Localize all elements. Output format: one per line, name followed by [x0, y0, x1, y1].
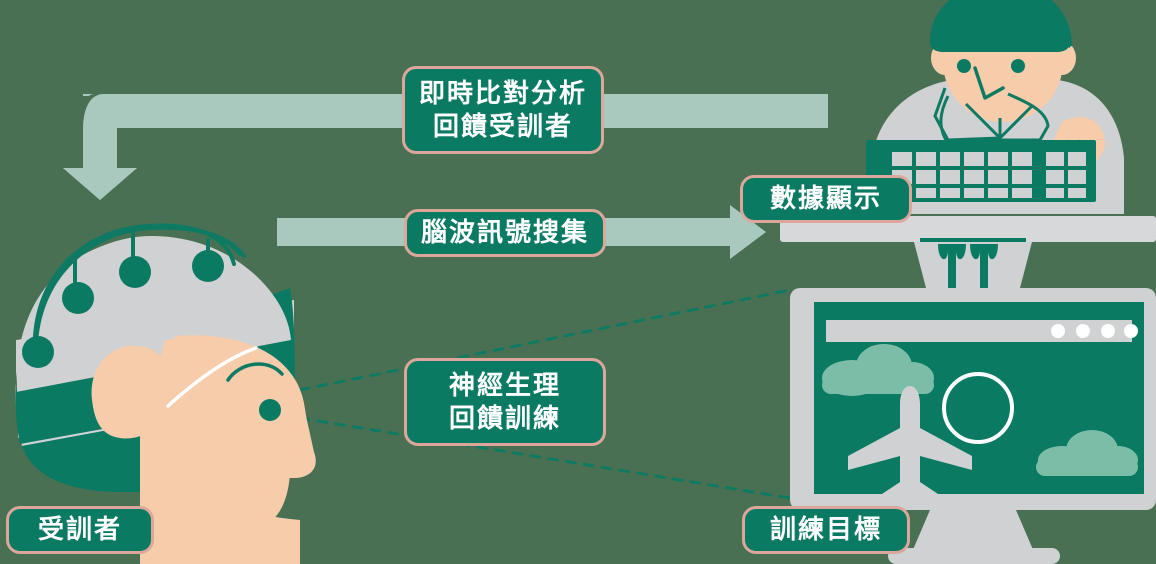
- titlebar-dot: [1076, 324, 1090, 338]
- airplane-icon: [848, 386, 972, 504]
- label-training-goal[interactable]: 訓練目標: [742, 506, 910, 554]
- label-line: 即時比對分析: [418, 77, 587, 108]
- label-line: 數據顯示: [769, 183, 882, 214]
- target-ring: [942, 372, 1014, 444]
- titlebar-dot: [1124, 324, 1138, 338]
- titlebar-dot: [1101, 324, 1115, 338]
- label-line: 訓練目標: [769, 514, 882, 545]
- gaze-dashed-lines: [298, 288, 792, 500]
- operator-eye-right: [1011, 59, 1025, 73]
- trainee-figure: [15, 223, 316, 564]
- label-feedback-analysis[interactable]: 即時比對分析 回饋受訓者: [402, 66, 604, 154]
- monitor-base: [888, 548, 1060, 564]
- label-line: 回饋受訓者: [432, 111, 573, 141]
- training-monitor: [790, 288, 1156, 564]
- label-neuro-training[interactable]: 神經生理 回饋訓練: [404, 358, 606, 446]
- operator-eye-left: [957, 59, 971, 73]
- label-line: 神經生理: [448, 369, 561, 400]
- label-line: 回饋訓練: [448, 403, 561, 433]
- operator-figure: [866, 0, 1124, 214]
- label-line: 腦波訊號搜集: [420, 217, 589, 248]
- eeg-electrode: [62, 282, 94, 314]
- monitor-stand: [912, 510, 1034, 552]
- eeg-electrode: [192, 250, 224, 282]
- titlebar-dot: [1051, 324, 1065, 338]
- label-line: 受訓者: [37, 514, 122, 545]
- cloud-right: [1036, 430, 1138, 476]
- trainee-eye: [259, 399, 281, 421]
- label-data-display[interactable]: 數據顯示: [740, 175, 912, 223]
- eeg-electrode: [119, 256, 151, 288]
- eeg-electrode: [22, 336, 54, 368]
- cloud-left: [822, 344, 934, 396]
- label-trainee[interactable]: 受訓者: [6, 506, 154, 554]
- label-signal-collect[interactable]: 腦波訊號搜集: [404, 209, 606, 257]
